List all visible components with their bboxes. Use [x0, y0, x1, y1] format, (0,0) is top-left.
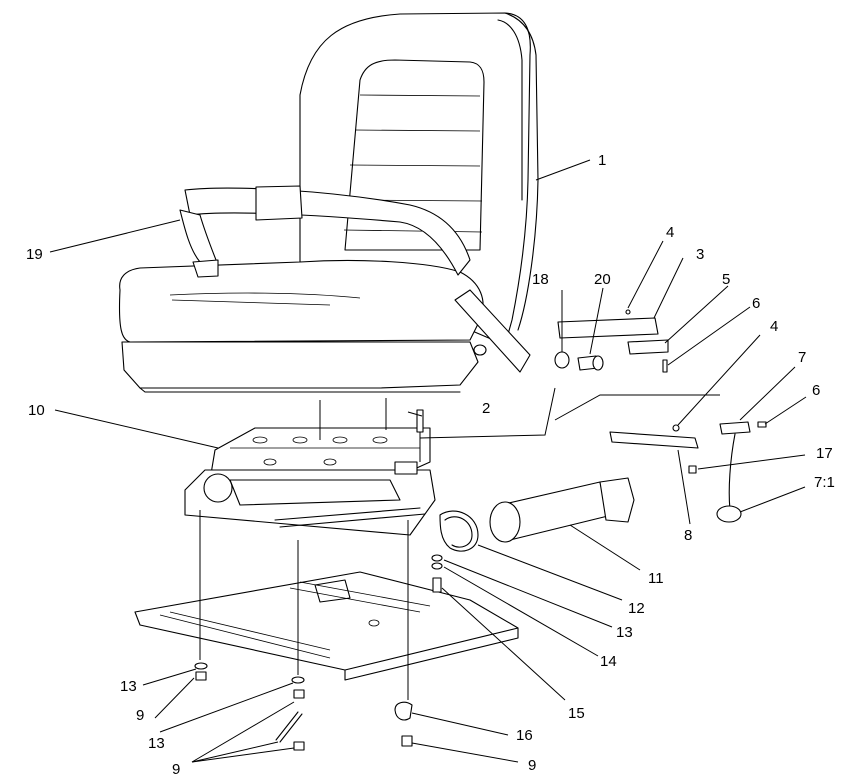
- callout-13-left: 13: [120, 678, 137, 695]
- leader-lines: [49, 159, 807, 763]
- callout-4-lower: 4: [770, 318, 778, 335]
- callout-14: 14: [600, 653, 617, 670]
- seat-assembly: [118, 12, 539, 393]
- callout-16: 16: [516, 727, 533, 744]
- callout-17: 17: [816, 445, 833, 462]
- callout-3: 3: [696, 246, 704, 263]
- callout-8: 8: [684, 527, 692, 544]
- callout-13-right: 13: [616, 624, 633, 641]
- callout-9-bottom: 9: [172, 761, 180, 778]
- callout-9-left: 9: [136, 707, 144, 724]
- hardware-parts: [194, 309, 767, 751]
- callout-6-upper: 6: [752, 295, 760, 312]
- callout-18: 18: [532, 271, 549, 288]
- callout-5: 5: [722, 271, 730, 288]
- callout-20: 20: [594, 271, 611, 288]
- callout-11: 11: [648, 570, 664, 587]
- callout-labels: 1 2 3 4 4 5 6 6 7 7:1 8 9 9 9 10 11 12 1…: [26, 152, 835, 778]
- callout-1: 1: [598, 152, 606, 169]
- callout-12: 12: [628, 600, 645, 617]
- callout-2: 2: [482, 400, 490, 417]
- suspension-assembly: [184, 427, 436, 536]
- callout-19: 19: [26, 246, 43, 263]
- callout-4-upper: 4: [666, 224, 674, 241]
- callout-7: 7: [798, 349, 806, 366]
- base-plate: [134, 571, 519, 681]
- callout-13-lower: 13: [148, 735, 165, 752]
- callout-7-1: 7:1: [814, 474, 835, 491]
- callout-10: 10: [28, 402, 45, 419]
- callout-6-lower: 6: [812, 382, 820, 399]
- callout-15: 15: [568, 705, 585, 722]
- callout-9-right: 9: [528, 757, 536, 774]
